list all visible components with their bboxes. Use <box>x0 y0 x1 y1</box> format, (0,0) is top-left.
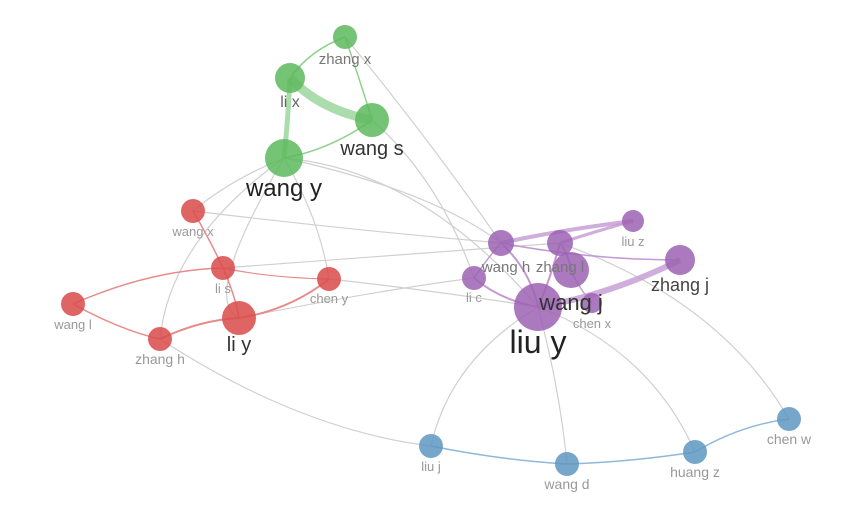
node-label-zhang-x: zhang x <box>319 51 372 68</box>
link <box>283 157 502 244</box>
node-huang-z[interactable] <box>683 440 707 464</box>
node-label-huang-z: huang z <box>670 464 720 480</box>
node-label-wang-s: wang s <box>339 138 403 160</box>
node-zhang-h[interactable] <box>148 327 172 351</box>
node-zhang-j[interactable] <box>665 245 695 275</box>
node-wang-y[interactable] <box>265 139 303 177</box>
link <box>500 242 681 261</box>
node-label-wang-d: wang d <box>543 476 589 492</box>
link <box>371 119 475 279</box>
link <box>192 210 502 244</box>
link <box>159 338 432 447</box>
link <box>159 157 285 340</box>
link <box>566 451 696 465</box>
node-liu-j[interactable] <box>419 434 443 458</box>
node-label-li-c: li c <box>466 290 482 305</box>
node-label-wang-x: wang x <box>171 224 214 239</box>
node-wang-j[interactable] <box>553 252 589 288</box>
node-liu-y[interactable] <box>514 283 562 331</box>
link <box>72 267 224 305</box>
node-liu-z[interactable] <box>622 210 644 232</box>
link <box>537 306 696 453</box>
link <box>344 36 502 244</box>
node-chen-w[interactable] <box>777 407 801 431</box>
node-wang-x[interactable] <box>181 199 205 223</box>
node-label-wang-h: wang h <box>481 259 530 276</box>
node-label-liu-z: liu z <box>621 234 644 249</box>
node-label-liu-y: liu y <box>510 324 567 360</box>
node-label-zhang-j: zhang j <box>651 275 709 295</box>
node-label-zhang-h: zhang h <box>135 351 185 367</box>
node-wang-h[interactable] <box>488 230 514 256</box>
labels-layer: zhang x li x wang s wang y wang x li s chen y w… <box>53 51 812 492</box>
node-li-y[interactable] <box>222 301 256 335</box>
link <box>430 445 568 465</box>
node-wang-d[interactable] <box>555 452 579 476</box>
nodes-layer <box>61 25 801 476</box>
node-label-zhang-l: zhang l <box>536 259 584 276</box>
link <box>559 242 790 420</box>
node-wang-l[interactable] <box>61 292 85 316</box>
node-label-liu-j: liu j <box>421 459 441 474</box>
node-label-wang-j: wang j <box>538 290 603 315</box>
link <box>328 278 539 308</box>
node-label-chen-x: chen x <box>573 316 612 331</box>
node-wang-s[interactable] <box>355 103 389 137</box>
node-chen-x[interactable] <box>582 293 602 313</box>
node-label-li-x: li x <box>280 94 300 111</box>
node-label-chen-w: chen w <box>767 431 812 447</box>
node-label-wang-l: wang l <box>53 317 92 332</box>
node-li-x[interactable] <box>275 63 305 93</box>
node-zhang-l[interactable] <box>547 230 573 256</box>
node-li-c[interactable] <box>462 266 486 290</box>
node-label-li-y: li y <box>227 334 251 356</box>
node-label-li-s: li s <box>215 281 231 296</box>
node-chen-y[interactable] <box>317 267 341 291</box>
link <box>238 277 475 319</box>
link <box>283 157 539 308</box>
node-label-wang-y: wang y <box>245 175 322 202</box>
node-zhang-x[interactable] <box>333 25 357 49</box>
node-label-chen-y: chen y <box>310 291 349 306</box>
node-li-s[interactable] <box>211 256 235 280</box>
link <box>222 267 330 280</box>
